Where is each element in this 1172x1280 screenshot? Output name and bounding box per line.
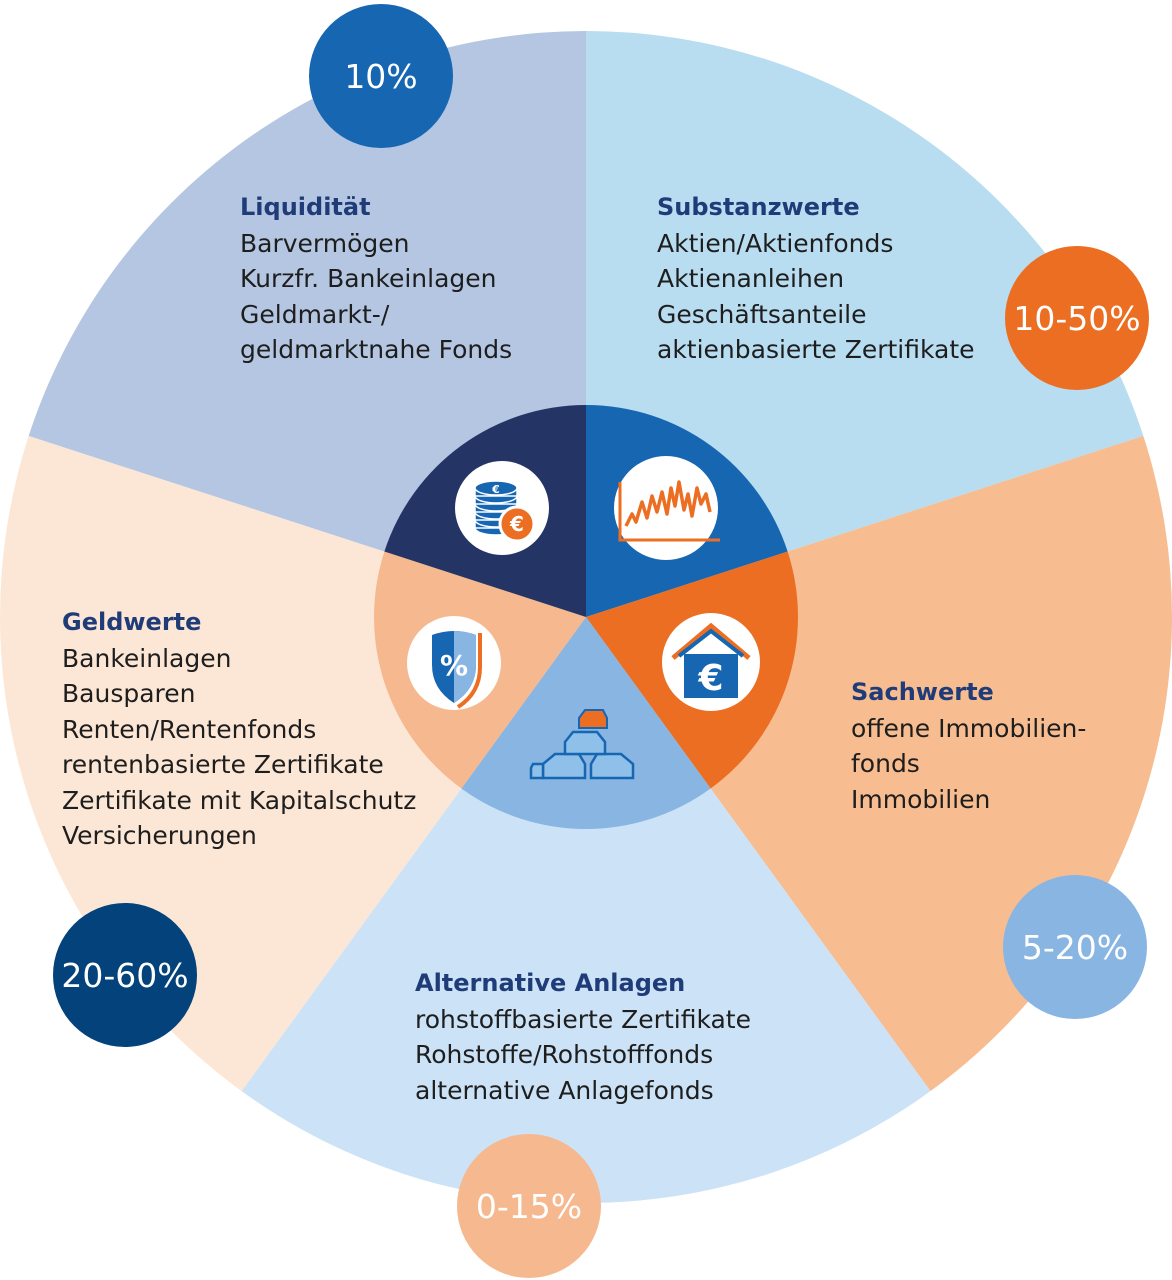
percent-badge-sachwerte: 5-20%: [1003, 875, 1147, 1019]
euro-coins-icon: € €: [455, 461, 549, 555]
stock-chart-icon: [614, 456, 720, 560]
segment-item: Aktienanleihen: [657, 264, 845, 293]
segment-item: alternative Anlagefonds: [415, 1075, 714, 1105]
segment-label-substanzwerte: Substanzwerte Aktien/Aktienfonds Aktiena…: [657, 190, 975, 368]
segment-title: Liquidität: [240, 193, 371, 221]
segment-item: geldmarktnahe Fonds: [240, 335, 513, 364]
segment-item: rohstoffbasierte Zertifikate: [415, 1004, 751, 1034]
segment-title: Geldwerte: [62, 608, 202, 636]
percent-badge-liquiditaet: 10%: [309, 4, 453, 148]
segment-label-alternative: Alternative Anlagen rohstoffbasierte Zer…: [415, 966, 751, 1108]
percent-badge-substanzwerte: 10-50%: [1005, 246, 1149, 390]
segment-label-geldwerte: Geldwerte Bankeinlagen Bausparen Renten/…: [62, 605, 416, 854]
segment-item: Renten/Rentenfonds: [62, 714, 317, 744]
segment-item: Barvermögen: [240, 228, 410, 258]
svg-text:%: %: [440, 649, 468, 682]
euro-house-icon: €: [662, 613, 760, 711]
segment-item: Immobilien: [851, 784, 991, 814]
segment-item: Bausparen: [62, 679, 196, 708]
segment-item: Kurzfr. Bankeinlagen: [240, 264, 497, 293]
segment-item: fonds: [851, 749, 920, 778]
segment-item: Rohstoffe/Rohstofffonds: [415, 1040, 714, 1069]
percent-badge-geldwerte: 20-60%: [53, 903, 197, 1047]
segment-title: Alternative Anlagen: [415, 969, 686, 997]
segment-label-sachwerte: Sachwerte offene Immobilien- fonds Immob…: [851, 675, 1086, 817]
segment-title: Substanzwerte: [657, 193, 860, 221]
percent-shield-icon: %: [407, 616, 501, 710]
segment-item: Geschäftsanteile: [657, 299, 867, 329]
segment-item: aktienbasierte Zertifikate: [657, 335, 975, 364]
segment-title: Sachwerte: [851, 678, 994, 706]
percent-badge-alternative: 0-15%: [457, 1134, 601, 1278]
segment-item: offene Immobilien-: [851, 713, 1087, 743]
segment-item: Versicherungen: [62, 821, 257, 850]
segment-item: Zertifikate mit Kapitalschutz: [62, 785, 417, 815]
svg-text:€: €: [491, 483, 500, 496]
wheel-segment-sachwerte: [241, 617, 931, 1203]
svg-text:€: €: [509, 512, 524, 536]
segment-item: Geldmarkt-/: [240, 299, 390, 329]
segment-item: Aktien/Aktienfonds: [657, 228, 894, 258]
segment-item: rentenbasierte Zertifikate: [62, 750, 384, 779]
svg-text:€: €: [697, 658, 723, 699]
segment-item: Bankeinlagen: [62, 643, 232, 673]
segment-label-liquiditaet: Liquidität Barvermögen Kurzfr. Bankeinla…: [240, 190, 512, 368]
gold-bars-icon: [529, 709, 635, 780]
